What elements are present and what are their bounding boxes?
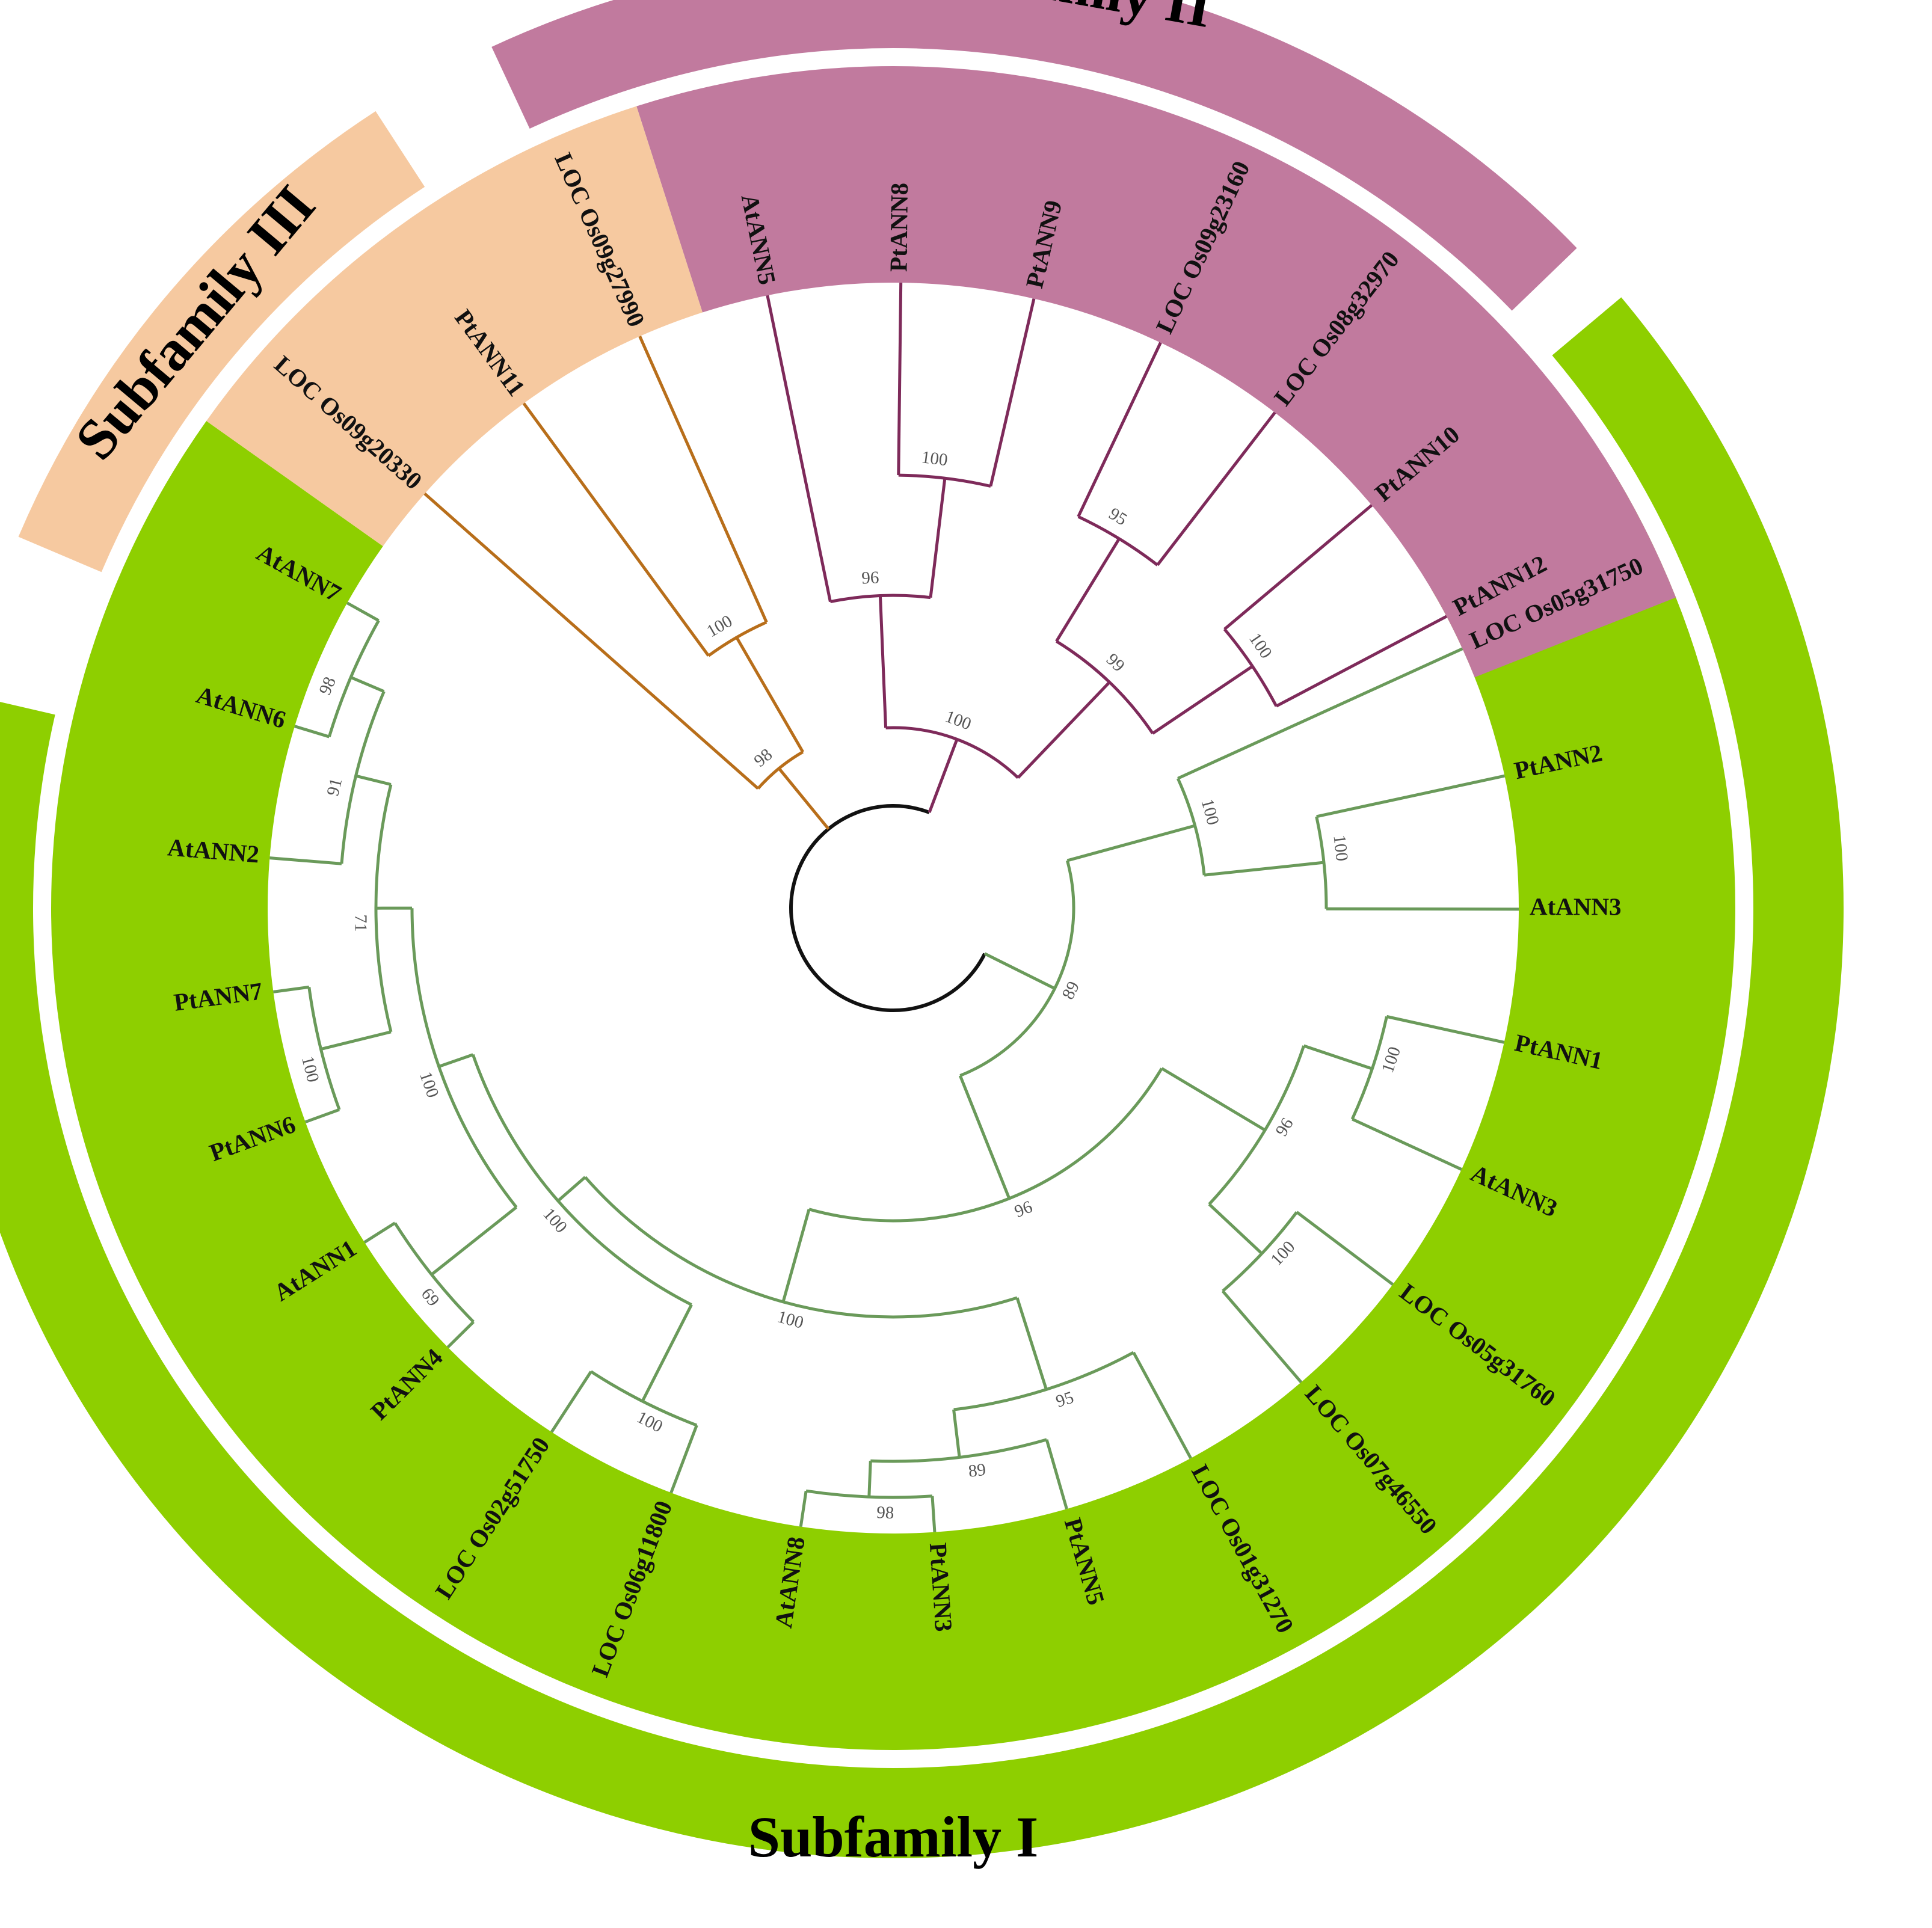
branch [869, 1461, 870, 1497]
branch [642, 1305, 692, 1401]
branch-atann1 [365, 1223, 395, 1242]
branch [737, 637, 803, 752]
branch [1304, 1046, 1373, 1069]
branch [1161, 1069, 1265, 1131]
leaf-label-ptann8: PtANN8 [884, 183, 913, 272]
branch [439, 1055, 473, 1067]
bootstrap-value: 95 [1106, 504, 1130, 529]
branch [1067, 826, 1195, 861]
branch-loc-os01g31270 [1134, 1352, 1191, 1458]
branch-atann8 [801, 1491, 806, 1526]
branch [929, 739, 957, 812]
bootstrap-value: 96 [1272, 1115, 1297, 1140]
branch [1152, 666, 1252, 734]
branch [321, 1032, 391, 1049]
branch [783, 1209, 809, 1302]
bootstrap-value: 100 [416, 1069, 443, 1101]
branch-atann6 [295, 726, 329, 737]
bootstrap-value: 89 [967, 1460, 987, 1481]
tree-branches [269, 283, 1519, 1532]
branch [1209, 1204, 1262, 1253]
branch [1017, 1298, 1046, 1389]
bootstrap-values: 89 100 100 96 96 100 100 100 95 89 98 100 100 100 69 71… [298, 447, 1404, 1523]
bootstrap-value: 100 [943, 707, 974, 734]
bootstrap-value: 96 [861, 568, 879, 588]
branch-ptann9 [991, 299, 1034, 487]
branch [954, 1410, 960, 1457]
clade-arc [809, 1069, 1161, 1221]
branch [880, 595, 885, 728]
branch [1056, 539, 1119, 642]
bootstrap-value: 71 [351, 914, 371, 932]
branch-atann7 [347, 603, 378, 621]
branch-ptann1 [1386, 1016, 1504, 1042]
branch-atann3b [1352, 1119, 1462, 1170]
branch-ptann5 [1047, 1440, 1066, 1509]
bootstrap-value: 98 [876, 1503, 894, 1523]
leaf-label-ptann3: PtANN3 [924, 1542, 958, 1633]
branch [779, 769, 828, 829]
branch-ptann10 [1225, 505, 1372, 629]
bootstrap-value: 100 [1329, 834, 1351, 862]
bootstrap-value: 89 [1059, 978, 1084, 1002]
branch-ptann8 [899, 283, 901, 475]
branch-atann2 [269, 858, 342, 864]
clade-arc [585, 1177, 1017, 1317]
branch-ptann12 [1276, 616, 1447, 706]
subfamily-label-i: Subfamily I [748, 1805, 1039, 1869]
branch [985, 954, 1054, 989]
branch-ptann4 [448, 1322, 473, 1347]
branch-loc-os06g11800 [671, 1425, 697, 1493]
branch-loc-os05g31760 [1297, 1212, 1393, 1285]
bootstrap-value: 100 [1245, 630, 1276, 662]
branch-loc-os08g32970 [1157, 413, 1275, 565]
branch [351, 677, 384, 691]
branch-loc-os07g46550 [1223, 1291, 1301, 1383]
branch-loc-os09g23160 [1078, 343, 1161, 517]
branch-loc-os09g27990 [640, 336, 767, 622]
branch-loc-os09g20330 [425, 494, 758, 788]
branch [1018, 682, 1109, 778]
branch-ptann2 [1317, 776, 1505, 817]
bootstrap-value: 95 [1054, 1388, 1076, 1411]
branch [432, 1207, 517, 1274]
bootstrap-value: 100 [1197, 797, 1222, 827]
branch [356, 776, 391, 784]
bootstrap-value: 99 [1103, 649, 1128, 675]
bootstrap-value: 96 [1012, 1197, 1035, 1221]
bootstrap-value: 100 [920, 447, 949, 470]
branch [1204, 862, 1324, 875]
branch [960, 1076, 1009, 1199]
bootstrap-value: 100 [1378, 1045, 1404, 1075]
branch-ptann7 [273, 987, 309, 992]
branch [558, 1177, 585, 1200]
bootstrap-value: 100 [775, 1307, 806, 1333]
bootstrap-value: 98 [315, 674, 340, 698]
bootstrap-value: 91 [323, 776, 346, 798]
branch-atann5 [768, 295, 831, 601]
branch-ptann3 [932, 1496, 935, 1532]
branch-loc-os05g31750a [1178, 649, 1462, 779]
bootstrap-value: 100 [298, 1054, 322, 1084]
branch-ptann6 [306, 1110, 339, 1122]
bootstrap-value: 98 [751, 745, 777, 771]
bootstrap-value: 100 [703, 612, 736, 641]
branch-loc-os02g51750 [552, 1372, 591, 1432]
branch-ptann11 [524, 404, 709, 656]
bootstrap-value: 69 [417, 1285, 443, 1310]
leaf-label-atann3a: AtANN3 [1530, 892, 1622, 920]
branch [931, 478, 945, 598]
root-arc [791, 806, 985, 1010]
